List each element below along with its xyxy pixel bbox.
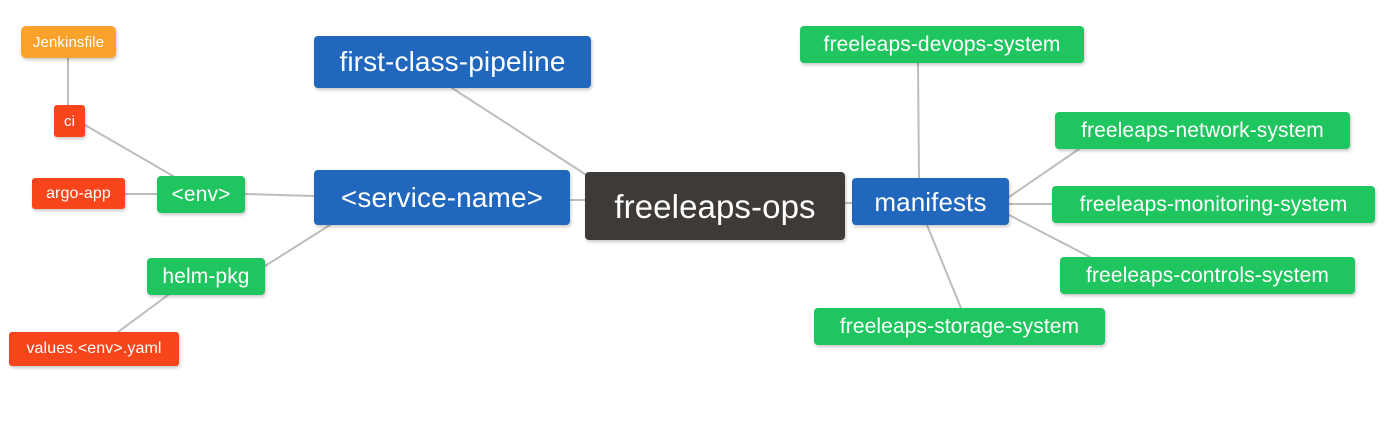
mindmap-node-freeleaps-devops-system[interactable]: freeleaps-devops-system [800, 26, 1084, 63]
mindmap-node-label: freeleaps-controls-system [1086, 264, 1329, 287]
mindmap-node-label: <env> [171, 183, 231, 206]
mindmap-node-env[interactable]: <env> [157, 176, 245, 213]
mindmap-node-label: Jenkinsfile [32, 33, 105, 51]
mindmap-node-first-class-pipeline[interactable]: first-class-pipeline [314, 36, 591, 88]
mindmap-node-freeleaps-storage-system[interactable]: freeleaps-storage-system [814, 308, 1105, 345]
mindmap-node-label: freeleaps-network-system [1081, 119, 1324, 142]
mindmap-node-manifests[interactable]: manifests [852, 178, 1009, 225]
mindmap-node-label: <service-name> [340, 181, 544, 213]
mindmap-node-label: manifests [874, 186, 987, 217]
mindmap-node-label: first-class-pipeline [339, 46, 566, 77]
mindmap-node-label: freeleaps-devops-system [823, 33, 1061, 56]
mindmap-node-label: ci [63, 112, 76, 130]
mindmap-node-label: helm-pkg [162, 265, 250, 288]
mindmap-node-ci[interactable]: ci [54, 105, 85, 137]
edge-service-name-to-env [244, 193, 315, 197]
mindmap-node-freeleaps-controls-system[interactable]: freeleaps-controls-system [1060, 257, 1355, 294]
edge-service-name-to-helm-pkg [264, 224, 331, 267]
edge-manifests-to-freeleaps-devops-system [917, 62, 920, 179]
mindmap-node-label: values.<env>.yaml [26, 340, 162, 357]
mindmap-node-label: argo-app [46, 184, 111, 202]
mindmap-node-label: freeleaps-monitoring-system [1079, 193, 1348, 216]
mindmap-node-freeleaps-ops[interactable]: freeleaps-ops [585, 172, 845, 240]
edge-freeleaps-ops-to-first-class-pipeline [451, 87, 589, 177]
mindmap-node-jenkinsfile[interactable]: Jenkinsfile [21, 26, 116, 58]
edge-manifests-to-freeleaps-storage-system [926, 224, 962, 309]
mindmap-node-helm-pkg[interactable]: helm-pkg [147, 258, 265, 295]
edge-env-to-ci [84, 124, 174, 177]
edge-helm-pkg-to-values-env-yaml [117, 294, 169, 333]
mindmap-node-label: freeleaps-ops [614, 187, 816, 225]
mindmap-node-values-env-yaml[interactable]: values.<env>.yaml [9, 332, 179, 366]
mindmap-node-service-name[interactable]: <service-name> [314, 170, 570, 225]
mindmap-node-label: freeleaps-storage-system [839, 315, 1080, 338]
mindmap-node-argo-app[interactable]: argo-app [32, 178, 125, 209]
mindmap-node-freeleaps-network-system[interactable]: freeleaps-network-system [1055, 112, 1350, 149]
mindmap-node-freeleaps-monitoring-system[interactable]: freeleaps-monitoring-system [1052, 186, 1375, 223]
